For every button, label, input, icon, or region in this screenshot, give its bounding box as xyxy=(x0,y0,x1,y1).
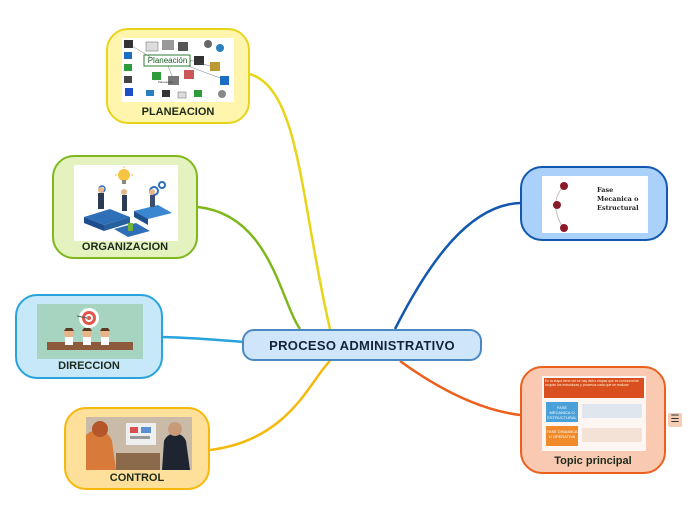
planning-collage-icon xyxy=(124,40,229,99)
topic-principal-note-a xyxy=(582,404,642,418)
direccion-image xyxy=(37,304,143,359)
fase-mecanica-image-text: Fase Mecanica o Estructural xyxy=(597,186,639,212)
topic-planeacion-label: PLANEACION xyxy=(141,106,215,118)
connector-planeacion xyxy=(249,72,332,330)
phase-diagram-icon xyxy=(553,182,568,232)
organizacion-image xyxy=(74,165,178,241)
central-topic[interactable]: PROCESO ADMINISTRATIVO xyxy=(242,329,482,361)
meeting-photo-icon xyxy=(86,417,192,470)
fase-mecanica-image: Fase Mecanica o Estructural xyxy=(542,176,648,233)
topic-direccion[interactable]: DIRECCION xyxy=(15,294,163,379)
topic-principal-image-header: En la etapa tiene ver se hay dicho etapa… xyxy=(544,378,644,398)
team-puzzle-icon xyxy=(84,166,172,237)
topic-organizacion-label: ORGANIZACION xyxy=(81,241,169,253)
connector-fase xyxy=(393,201,521,330)
planeacion-image-title: Planeación xyxy=(147,56,188,65)
connector-topic xyxy=(399,359,521,417)
planeacion-image-caption: Planeación xyxy=(158,80,173,84)
connector-direccion xyxy=(161,335,245,344)
connector-organizacion xyxy=(197,205,302,330)
topic-planeacion[interactable]: Planeación Planeación PLANEACION xyxy=(106,28,250,124)
menu-icon[interactable]: ☰ xyxy=(668,413,682,427)
topic-fase-mecanica[interactable]: Fase Mecanica o Estructural xyxy=(520,166,668,241)
connector-control xyxy=(209,360,331,452)
topic-principal-sub-b: FASE DINAMICA U OPERATIVA xyxy=(546,426,578,446)
target-team-icon xyxy=(37,304,143,359)
topic-control-label: CONTROL xyxy=(109,472,165,484)
control-image xyxy=(86,417,192,470)
topic-direccion-label: DIRECCION xyxy=(58,360,120,372)
planeacion-image: Planeación Planeación xyxy=(122,38,234,102)
topic-principal-label: Topic principal xyxy=(554,455,632,467)
topic-principal-image: En la etapa tiene ver se hay dicho etapa… xyxy=(542,376,646,451)
topic-principal-note-b xyxy=(582,428,642,442)
topic-principal[interactable]: En la etapa tiene ver se hay dicho etapa… xyxy=(520,366,666,474)
topic-organizacion[interactable]: ORGANIZACION xyxy=(52,155,198,259)
topic-control[interactable]: CONTROL xyxy=(64,407,210,490)
topic-principal-sub-a: FASE MECANICA O ESTRUCTURAL xyxy=(546,402,578,422)
